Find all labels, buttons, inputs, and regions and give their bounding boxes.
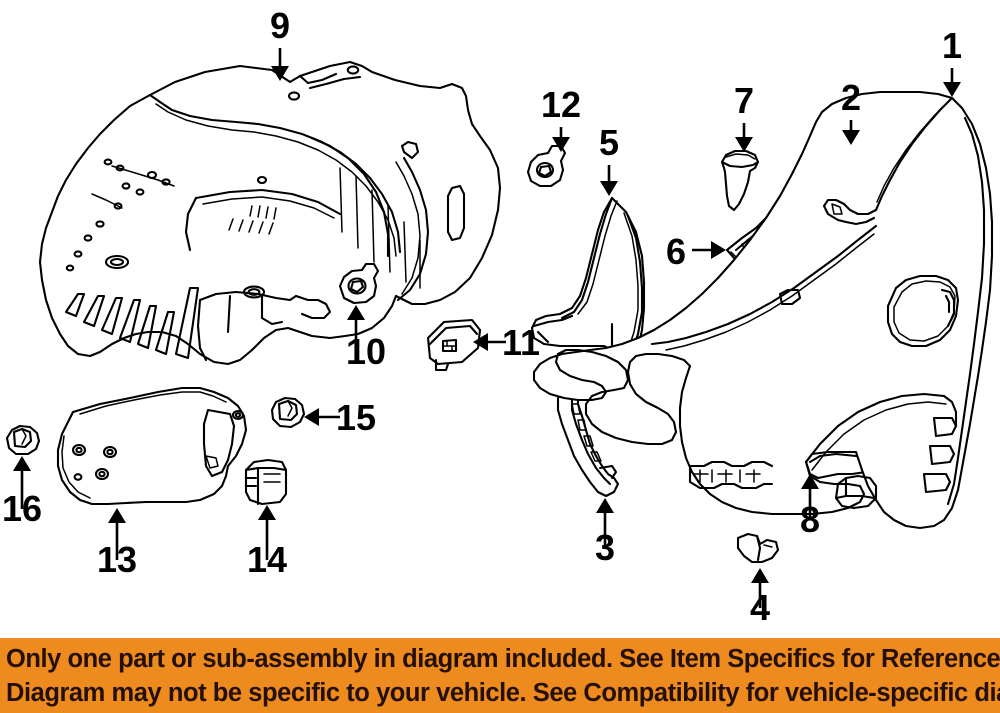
callout-9: 9 <box>270 5 290 81</box>
callout-11: 11 <box>473 322 540 363</box>
part-front-fender-panel <box>532 90 994 530</box>
notice-line-1: Only one part or sub-assembly in diagram… <box>6 644 1000 673</box>
callout-12: 12 <box>541 84 581 152</box>
part-screw-grommet-12 <box>526 144 567 188</box>
part-push-nut-15 <box>270 396 306 429</box>
callout-2: 2 <box>841 77 861 145</box>
callout-number-11: 11 <box>502 322 540 363</box>
callout-number-16: 16 <box>2 488 42 529</box>
callout-number-7: 7 <box>734 80 754 121</box>
callout-arrowhead-11 <box>473 333 488 351</box>
callout-arrowhead-15 <box>304 408 319 426</box>
callout-16: 16 <box>2 456 42 529</box>
callout-number-15: 15 <box>336 397 376 438</box>
callout-number-10: 10 <box>346 331 386 372</box>
callout-5: 5 <box>599 122 619 196</box>
callout-arrowhead-14 <box>258 505 276 520</box>
callout-arrowhead-2 <box>842 130 860 145</box>
callout-arrowhead-6 <box>711 241 726 259</box>
callout-number-8: 8 <box>800 499 820 540</box>
callout-number-12: 12 <box>541 84 581 125</box>
callout-number-14: 14 <box>247 539 287 580</box>
callout-arrowhead-13 <box>108 508 126 523</box>
callout-number-1: 1 <box>942 25 962 66</box>
callout-13: 13 <box>97 508 137 580</box>
callout-number-9: 9 <box>270 5 290 46</box>
part-liner-grommet-nut <box>338 262 380 305</box>
callout-arrowhead-16 <box>13 456 31 471</box>
callout-10: 10 <box>346 305 386 372</box>
callout-number-4: 4 <box>750 587 770 628</box>
callout-arrowhead-10 <box>347 305 365 320</box>
part-push-retainer-clip-7 <box>720 149 760 212</box>
part-shield-retainer-14 <box>244 458 288 506</box>
callout-15: 15 <box>304 397 376 438</box>
callout-6: 6 <box>666 231 726 272</box>
callout-8: 8 <box>800 474 820 540</box>
callout-7: 7 <box>734 80 754 152</box>
callout-1: 1 <box>942 25 962 97</box>
part-push-nut-16 <box>5 424 41 456</box>
notice-line-2: Diagram may not be specific to your vehi… <box>6 678 1000 707</box>
part-lower-splash-shield <box>56 386 248 506</box>
callout-arrowhead-3 <box>596 498 614 513</box>
part-retainer-clip-4 <box>736 532 780 564</box>
callout-number-3: 3 <box>595 527 615 568</box>
callout-arrowhead-12 <box>552 137 570 152</box>
part-front-fender-liner <box>38 60 502 366</box>
callout-arrowhead-5 <box>600 181 618 196</box>
callout-arrowhead-7 <box>735 137 753 152</box>
callout-arrowhead-9 <box>271 66 289 81</box>
callout-14: 14 <box>247 505 287 580</box>
part-liner-clip-11 <box>426 318 482 372</box>
callout-number-2: 2 <box>841 77 861 118</box>
callout-arrowhead-8 <box>801 474 819 489</box>
callout-4: 4 <box>750 568 770 628</box>
callout-arrowhead-4 <box>751 568 769 583</box>
callout-number-5: 5 <box>599 122 619 163</box>
callout-number-6: 6 <box>666 231 686 272</box>
callout-number-13: 13 <box>97 539 137 580</box>
part-fender-splash-shield <box>530 196 646 366</box>
callout-arrowhead-1 <box>943 82 961 97</box>
notice-banner: Only one part or sub-assembly in diagram… <box>0 638 1000 713</box>
callout-3: 3 <box>595 498 615 568</box>
